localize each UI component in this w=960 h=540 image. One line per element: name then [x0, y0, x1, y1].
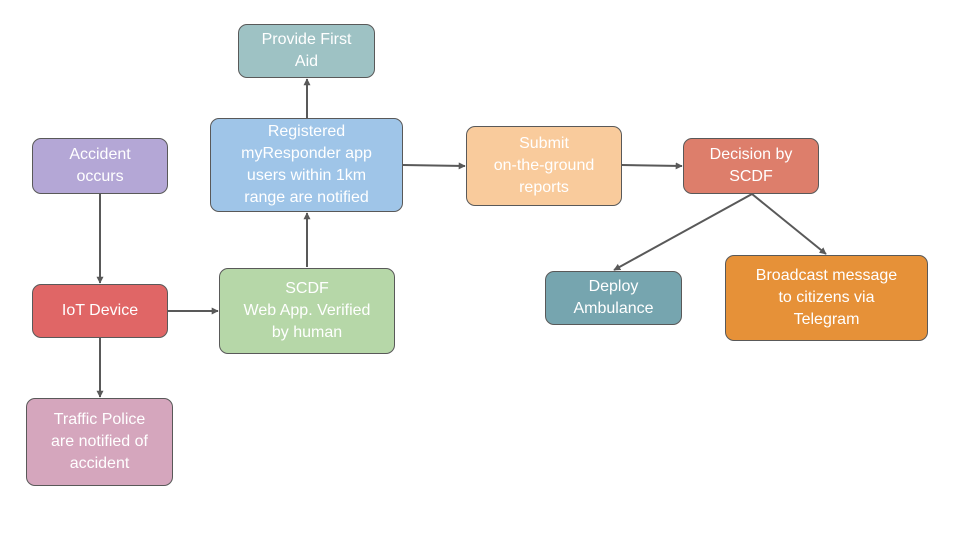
node-iot-device: IoT Device [32, 284, 168, 338]
node-traffic-police-notified: Traffic Police are notified of accident [26, 398, 173, 486]
node-provide-first-aid: Provide First Aid [238, 24, 375, 78]
arrow-decision-to-broadcast [751, 193, 827, 255]
node-scdf-web-app: SCDF Web App. Verified by human [219, 268, 395, 354]
node-decision-by-scdf: Decision by SCDF [683, 138, 819, 194]
node-deploy-ambulance: Deploy Ambulance [545, 271, 682, 325]
node-broadcast-message: Broadcast message to citizens via Telegr… [725, 255, 928, 341]
arrow-registered-to-submit [402, 162, 466, 170]
arrow-decision-to-ambulance [613, 193, 753, 271]
arrow-submit-to-decision [621, 162, 683, 170]
node-registered-users-notified: Registered myResponder app users within … [210, 118, 403, 212]
node-accident-occurs: Accident occurs [32, 138, 168, 194]
node-submit-reports: Submit on-the-ground reports [466, 126, 622, 206]
